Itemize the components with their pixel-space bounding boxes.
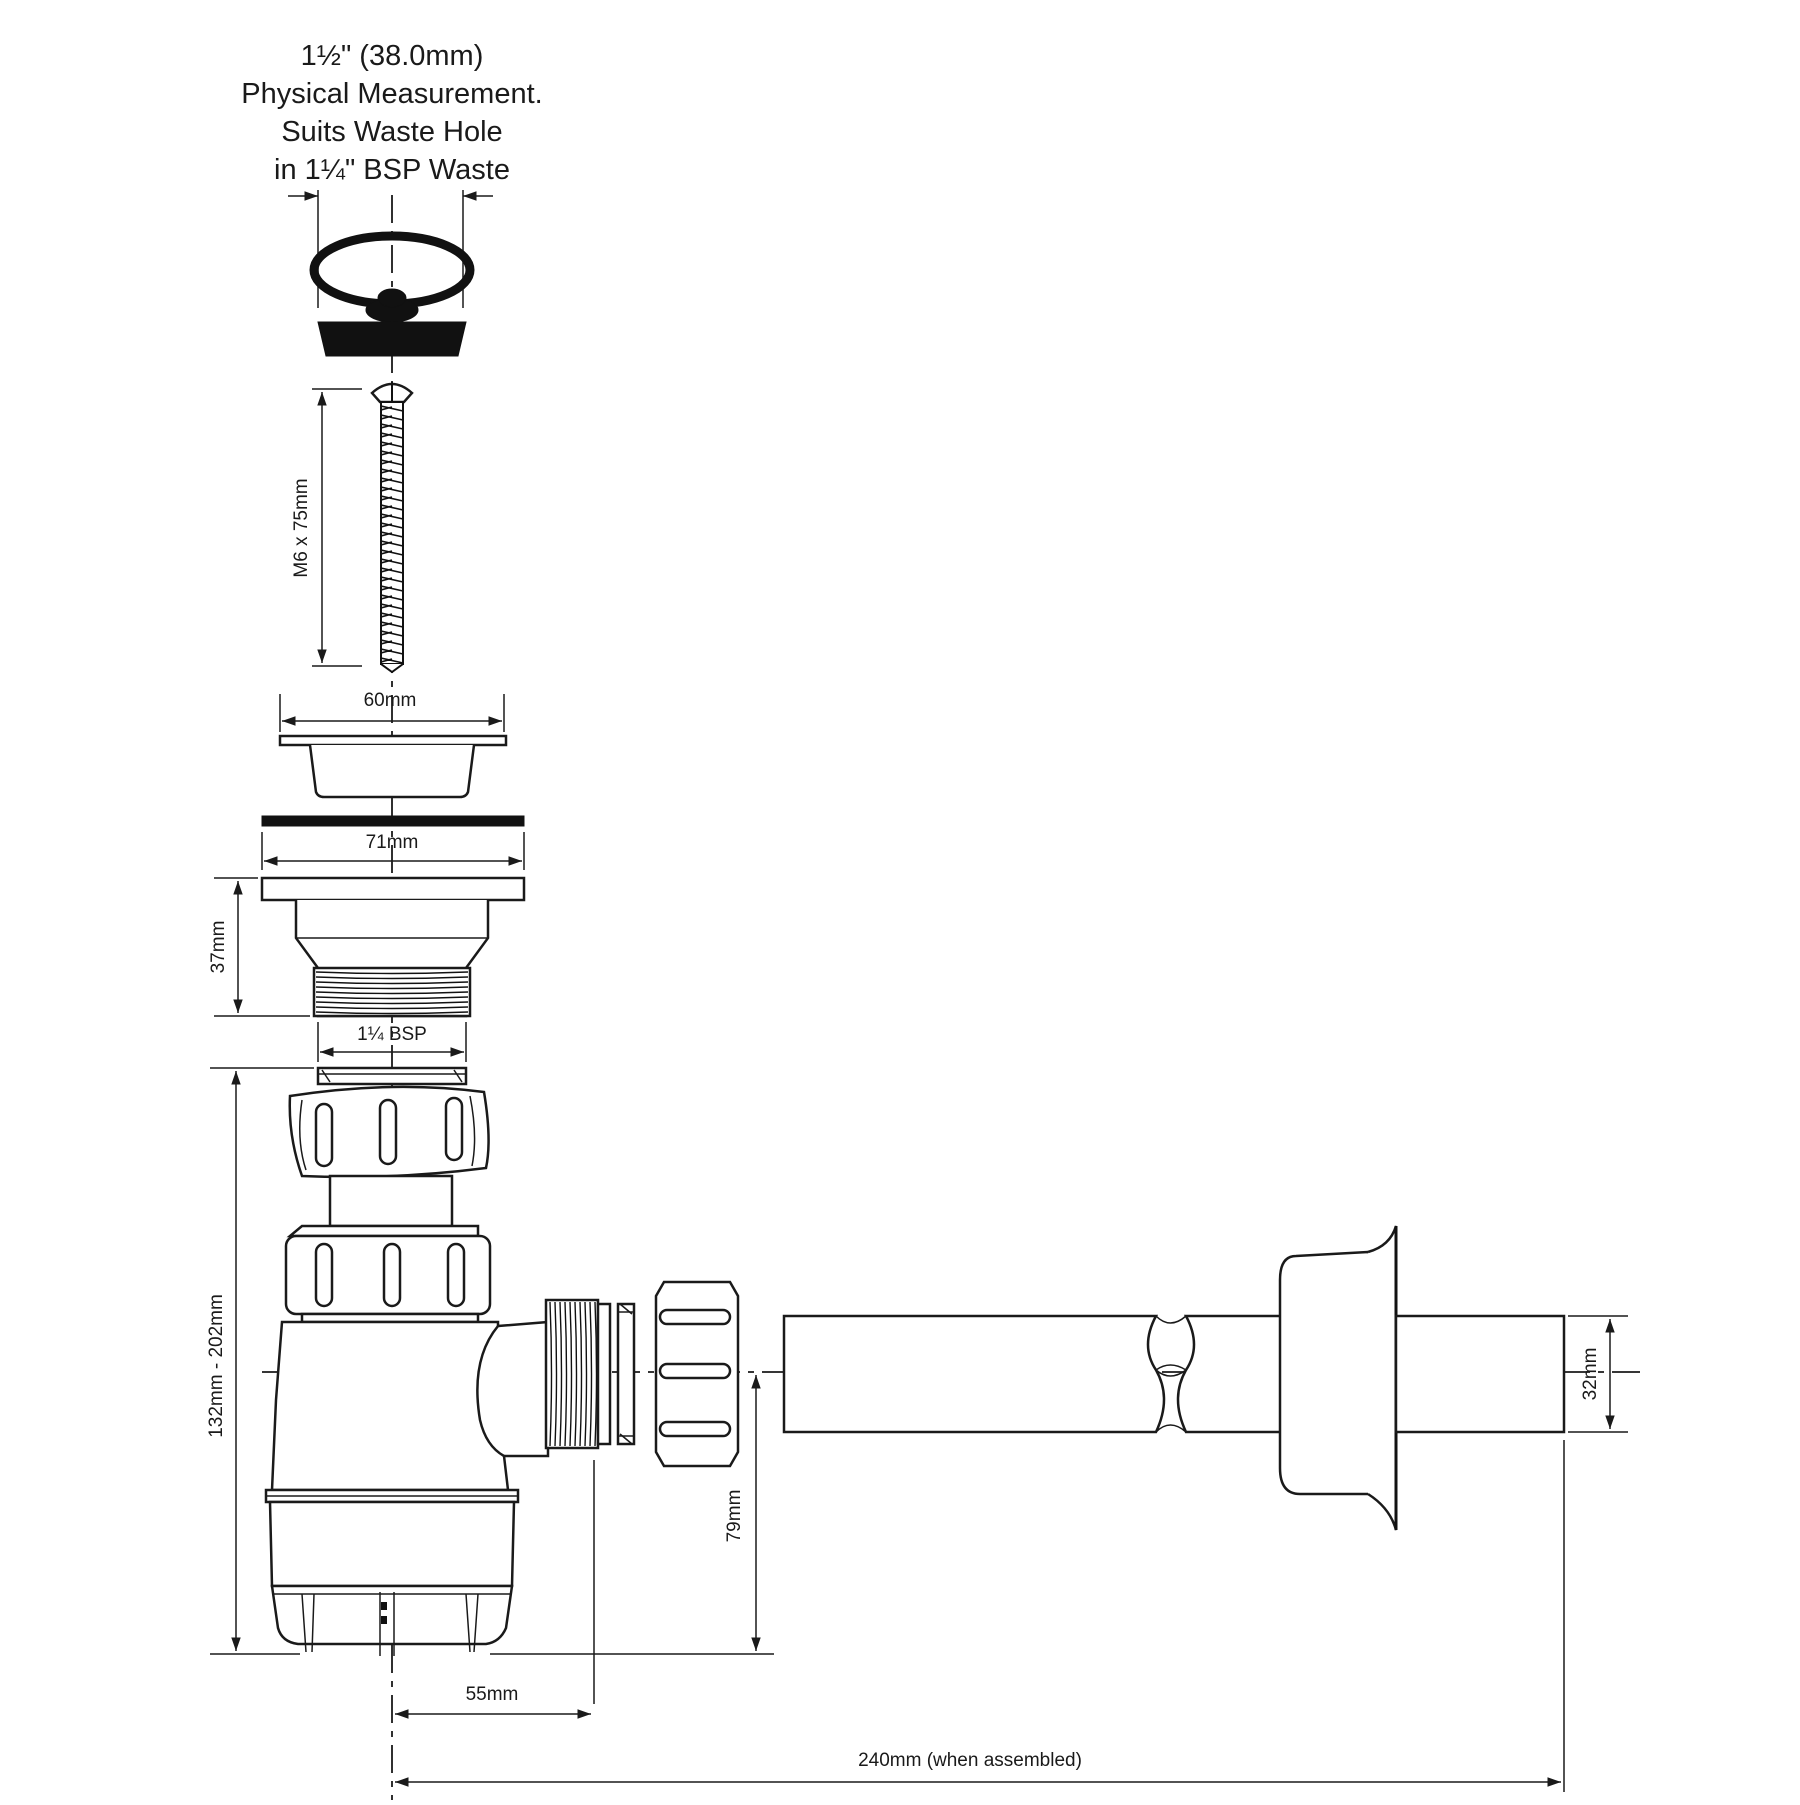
pipe-diameter-label: 32mm: [1580, 1348, 1601, 1401]
flange-width-dimension: 71mm: [261, 832, 525, 870]
trap-bottle-body: [264, 1320, 550, 1656]
trap-top-ring: [316, 1066, 468, 1086]
tail-pipe: [328, 1174, 454, 1228]
title-block: 1½" (38.0mm) Physical Measurement. Suits…: [241, 40, 542, 186]
plug-with-ring: [309, 231, 475, 357]
wall-tail-pipe: [1394, 1314, 1566, 1434]
strainer-basket: [278, 734, 508, 799]
thread-size-label: 1¼ BSP: [357, 1024, 427, 1045]
outlet-union-nut: [654, 1280, 740, 1468]
total-length-label: 240mm (when assembled): [858, 1750, 1082, 1771]
outlet-thread: [544, 1298, 612, 1450]
strainer-dimension: 60mm: [279, 690, 505, 732]
trap-height-label: 132mm - 202mm: [206, 1294, 227, 1438]
screw-length-dimension: M6 x 75mm: [291, 388, 362, 667]
strainer-width-label: 60mm: [364, 690, 417, 711]
title-line-3: Suits Waste Hole: [281, 116, 502, 148]
waste-body: [260, 876, 526, 1018]
trap-height-dimension: 132mm - 202mm: [206, 1067, 314, 1655]
flange-width-label: 71mm: [366, 832, 419, 853]
title-line-2: Physical Measurement.: [241, 78, 542, 110]
outlet-height-label: 79mm: [724, 1490, 745, 1543]
sealing-washer: [261, 815, 525, 827]
pipe-diameter-dimension: 32mm: [1568, 1315, 1628, 1433]
outlet-offset-label: 55mm: [466, 1684, 519, 1705]
total-length-dimension: 240mm (when assembled): [395, 1440, 1565, 1792]
body-height-dimension: 37mm: [208, 877, 310, 1017]
outlet-pipe: [782, 1314, 1292, 1434]
upper-union-nut: [288, 1085, 490, 1179]
outlet-height-dimension: 79mm: [490, 1375, 774, 1655]
body-height-label: 37mm: [208, 921, 229, 974]
screw-size-label: M6 x 75mm: [291, 478, 312, 577]
thread-dimension: 1¼ BSP: [317, 1022, 467, 1062]
outlet-washer: [616, 1302, 636, 1446]
title-line-1: 1½" (38.0mm): [301, 40, 484, 72]
wall-flange: [1278, 1225, 1398, 1531]
outlet-offset-dimension: 55mm: [395, 1460, 595, 1719]
screw: [370, 382, 414, 674]
title-line-4: in 1¼" BSP Waste: [274, 154, 510, 186]
lower-union-nut: [284, 1224, 492, 1324]
